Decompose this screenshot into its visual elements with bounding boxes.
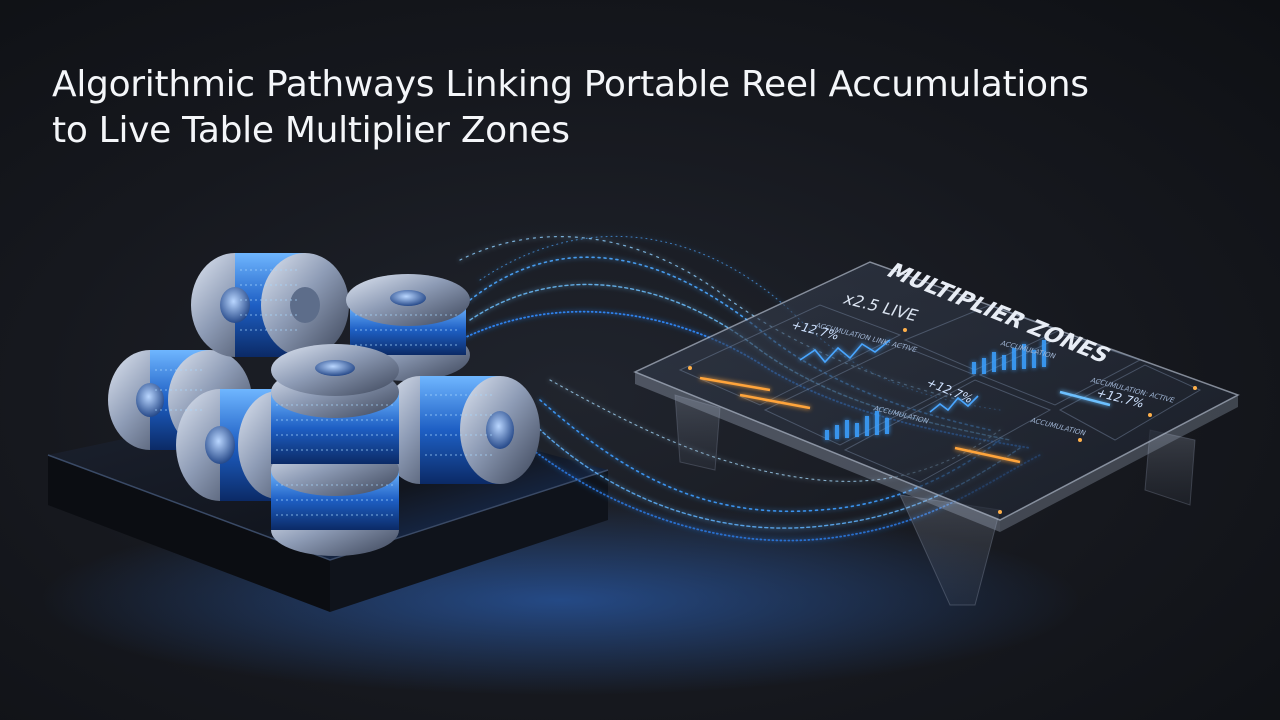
multiplier-table	[633, 261, 1240, 532]
title-line-2: to Live Table Multiplier Zones	[52, 110, 570, 152]
reel-stack	[108, 253, 540, 556]
title-line-1: Algorithmic Pathways Linking Portable Re…	[52, 64, 1089, 106]
reel-4	[380, 376, 540, 484]
table-legs	[674, 394, 1196, 606]
reel-6	[271, 344, 399, 556]
page-title: Algorithmic Pathways Linking Portable Re…	[52, 62, 1242, 154]
reel-2	[191, 253, 349, 357]
